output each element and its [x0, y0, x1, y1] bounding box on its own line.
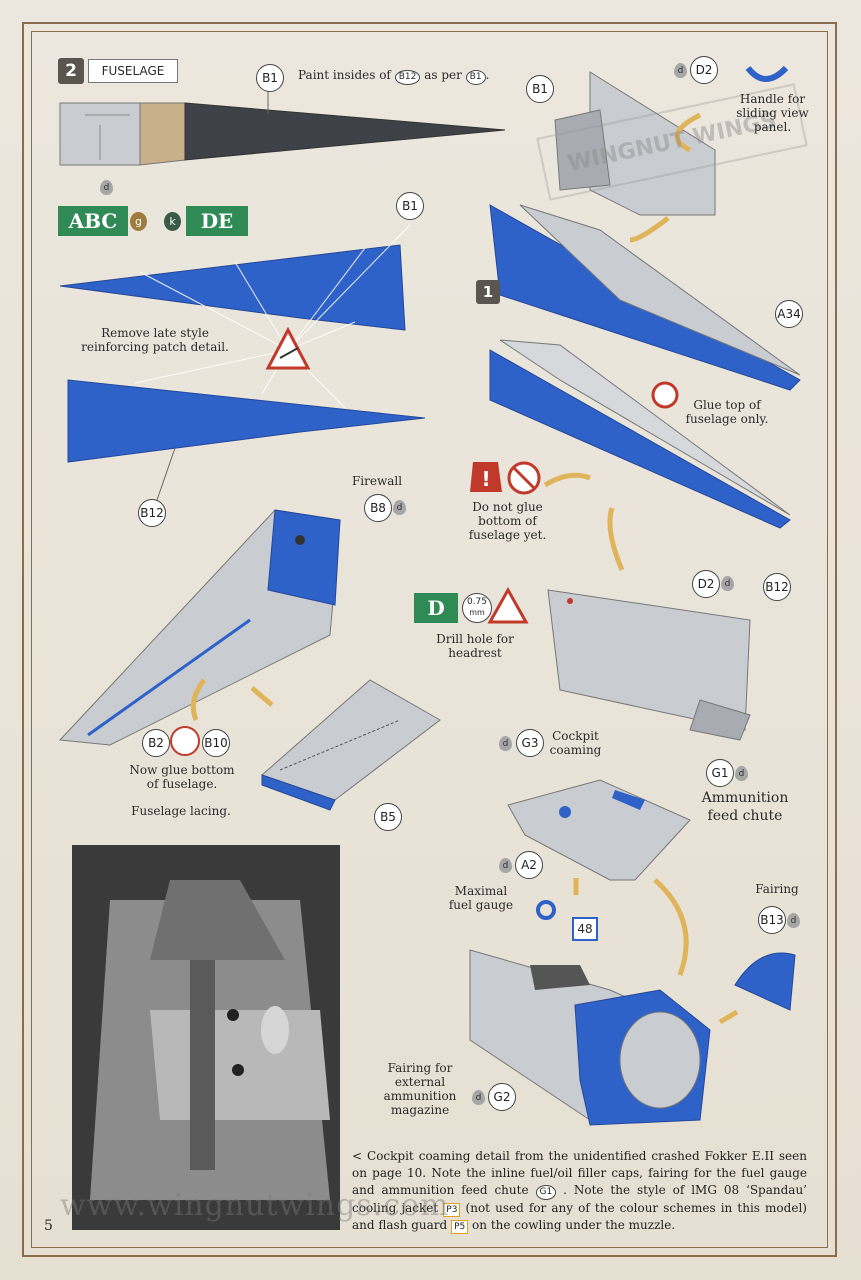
- callout-b5: B5: [374, 803, 402, 831]
- drop-d-d2-mid: d: [721, 576, 734, 591]
- callout-g2: G2: [488, 1083, 516, 1111]
- caption-part2: . Note the style of lMG 08 ‘Spandau’ coo…: [352, 1183, 807, 1215]
- paint-note-text3: .: [485, 68, 490, 82]
- front-fuselage-assembly: [469, 949, 711, 1126]
- paint-note-ref-b1: B1: [465, 70, 486, 85]
- drill-size: 0.75: [466, 597, 488, 607]
- callout-b1-blue: B1: [396, 192, 424, 220]
- paint-note-text2: as per: [424, 68, 462, 82]
- drill-size-circle: 0.75 mm: [462, 593, 492, 623]
- label-lacing: Fuselage lacing.: [131, 804, 231, 818]
- callout-b8: B8: [364, 494, 392, 522]
- callout-g1: G1: [706, 759, 734, 787]
- callout-b12-right: B12: [763, 573, 791, 601]
- paint-note: Paint insides of B12 as per B1.: [298, 68, 489, 85]
- label-handle: Handle for sliding view panel.: [736, 92, 809, 134]
- label-do-not-glue: Do not glue bottom of fuselage yet.: [468, 500, 547, 542]
- scheme-badge-abc: ABC g: [58, 206, 153, 236]
- callout-g3: G3: [516, 729, 544, 757]
- caption-ref-g1: G1: [535, 1185, 557, 1200]
- drop-g: g: [130, 212, 147, 231]
- label-fuel-gauge: Maximal fuel gauge: [448, 884, 514, 912]
- caption-part3: (not used for any of the colour schemes …: [352, 1201, 807, 1232]
- photo-caption: < Cockpit coaming detail from the uniden…: [352, 1148, 807, 1234]
- drop-d-d2-top: d: [674, 63, 687, 78]
- paint-note-text1: Paint insides of: [298, 68, 391, 82]
- label-cockpit-coaming: Cockpit coaming: [549, 729, 602, 757]
- historical-photo: [72, 845, 340, 1230]
- fairing-part: [734, 952, 796, 1011]
- section-header: 2 FUSELAGE: [58, 58, 178, 84]
- fuselage-front-firewall: [58, 509, 341, 746]
- label-ammo-chute: Ammunition feed chute: [701, 790, 789, 824]
- drop-d-top-fuselage: d: [100, 180, 113, 195]
- callout-a2: A2: [515, 851, 543, 879]
- fuselage-with-cockpit: [489, 204, 801, 391]
- page-number: 5: [44, 1218, 53, 1234]
- page-frame-inner: [31, 31, 828, 1248]
- label-fairing-external: Fairing for external ammunition magazine: [383, 1061, 457, 1117]
- drill-badge: D 0.75 mm: [414, 593, 499, 623]
- no-glue-icon: [507, 461, 541, 495]
- callout-d2-mid: D2: [692, 570, 720, 598]
- warning-triangle-icon: [265, 326, 311, 370]
- handle-part: [745, 65, 789, 82]
- callout-a34: A34: [775, 300, 803, 328]
- step-number: 1: [476, 280, 500, 304]
- cockpit-side-panel: [554, 71, 716, 216]
- callout-d2-top: D2: [690, 56, 718, 84]
- scheme-label-abc: ABC: [58, 206, 128, 236]
- watermark-url: www.wingnutwings.com: [60, 1188, 450, 1223]
- fuselage-side-blue-lower: [67, 379, 426, 463]
- fuselage-rear-cockpit: [547, 589, 751, 741]
- scheme-badge-de: k DE: [162, 206, 250, 236]
- svg-text:!: !: [481, 467, 490, 491]
- section-title: FUSELAGE: [88, 59, 178, 83]
- scheme-label-de: DE: [186, 206, 248, 236]
- drop-d-b8: d: [393, 500, 406, 515]
- callout-b13: B13: [758, 906, 786, 934]
- ref-48-box: 48: [572, 917, 598, 941]
- cockpit-coaming: [507, 779, 691, 881]
- label-fairing: Fairing: [755, 882, 799, 896]
- drop-d-g3: d: [499, 736, 512, 751]
- fuselage-side-blue-upper: [59, 244, 406, 331]
- drill-warning-icon: [487, 586, 529, 624]
- fuselage-lacing-detail: [261, 679, 441, 811]
- drop-d-a2: d: [499, 858, 512, 873]
- drop-d-g2: d: [472, 1090, 485, 1105]
- callout-b1-right: B1: [526, 75, 554, 103]
- callout-b1-top: B1: [256, 64, 284, 92]
- drill-unit: mm: [469, 608, 485, 617]
- label-glue-top: Glue top of fuselage only.: [685, 398, 769, 426]
- label-firewall: Firewall: [351, 474, 403, 488]
- label-drill-hole: Drill hole for headrest: [436, 632, 514, 660]
- paint-note-ref-b12: B12: [394, 70, 421, 85]
- fuel-gauge-part: [536, 900, 556, 920]
- caption-part1: < Cockpit coaming detail from the uniden…: [352, 1149, 807, 1197]
- page-frame-outer: [22, 22, 837, 1257]
- do-not-icon: !: [470, 462, 502, 492]
- fuselage-glue-top: [489, 339, 791, 529]
- drop-k: k: [164, 212, 181, 231]
- label-now-glue: Now glue bottom of fuselage.: [129, 763, 235, 791]
- drill-scheme-label: D: [414, 593, 458, 623]
- label-remove-patch: Remove late style reinforcing patch deta…: [81, 326, 229, 354]
- fuselage-side-top: [59, 102, 506, 166]
- glue-icon: [170, 726, 200, 756]
- callout-b12-left: B12: [138, 499, 166, 527]
- drop-d-b13: d: [787, 913, 800, 928]
- caption-part4: on the cowling under the muzzle.: [472, 1218, 676, 1232]
- drop-d-g1: d: [735, 766, 748, 781]
- callout-b10: B10: [202, 729, 230, 757]
- callout-b2: B2: [142, 729, 170, 757]
- section-number: 2: [58, 58, 84, 84]
